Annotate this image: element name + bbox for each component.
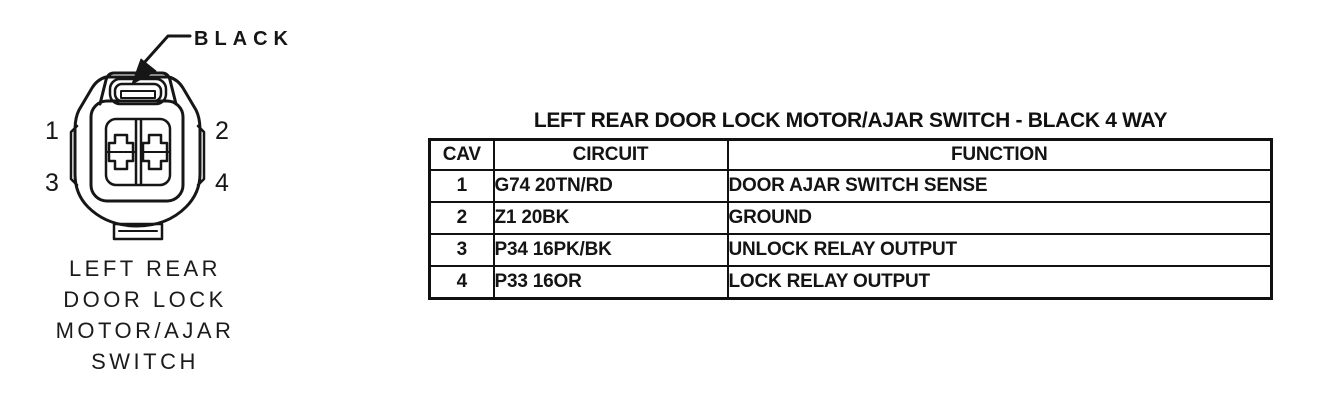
connector-body-outline — [73, 75, 202, 228]
table-header-row: CAV CIRCUIT FUNCTION — [428, 138, 1273, 171]
table-row: 4 P33 16OR LOCK RELAY OUTPUT — [428, 265, 1273, 300]
circuit-value: Z1 20BK — [492, 201, 729, 235]
connector-diagram: 1 2 3 4 BLACK — [45, 28, 294, 241]
caption-line: DOOR LOCK — [63, 287, 227, 312]
black-label-arrowhead — [131, 58, 157, 85]
function-value: GROUND — [726, 201, 1273, 235]
terminal-cavity-right — [141, 133, 169, 171]
connector-color-label: BLACK — [194, 28, 294, 50]
connector-caption: LEFT REAR DOOR LOCK MOTOR/AJAR SWITCH — [35, 253, 255, 377]
header-function: FUNCTION — [726, 138, 1273, 171]
terminal-cavity-left — [107, 133, 135, 171]
table-row: 2 Z1 20BK GROUND — [428, 201, 1273, 235]
cav-value: 4 — [428, 265, 495, 300]
pinout-table: CAV CIRCUIT FUNCTION 1 G74 20TN/RD DOOR … — [428, 138, 1273, 300]
pin-label-1: 1 — [45, 117, 59, 145]
circuit-value: P33 16OR — [492, 265, 729, 300]
pin-label-4: 4 — [215, 169, 229, 197]
header-cav: CAV — [428, 138, 495, 171]
function-value: LOCK RELAY OUTPUT — [726, 265, 1273, 300]
caption-line: MOTOR/AJAR — [55, 318, 235, 343]
cav-value: 1 — [428, 169, 495, 203]
connector-latch-bar — [120, 90, 156, 99]
caption-line: SWITCH — [91, 349, 199, 374]
table-title: LEFT REAR DOOR LOCK MOTOR/AJAR SWITCH - … — [533, 109, 1168, 132]
connector-inner-square — [89, 99, 185, 203]
caption-line: LEFT REAR — [68, 256, 222, 281]
pinout-table-block: LEFT REAR DOOR LOCK MOTOR/AJAR SWITCH - … — [428, 108, 1273, 300]
cav-value: 3 — [428, 233, 495, 267]
circuit-value: G74 20TN/RD — [492, 169, 729, 203]
black-label-arrow-line — [141, 34, 192, 66]
function-value: UNLOCK RELAY OUTPUT — [726, 233, 1273, 267]
circuit-value: P34 16PK/BK — [492, 233, 729, 267]
table-row: 3 P34 16PK/BK UNLOCK RELAY OUTPUT — [428, 233, 1273, 267]
pin-label-2: 2 — [215, 117, 229, 145]
pin-label-3: 3 — [45, 169, 59, 197]
connector-figure: 1 2 3 4 BLACK LEFT REAR DOOR LOCK MOTOR/… — [0, 0, 310, 412]
function-value: DOOR AJAR SWITCH SENSE — [726, 169, 1273, 203]
table-row: 1 G74 20TN/RD DOOR AJAR SWITCH SENSE — [428, 169, 1273, 203]
header-circuit: CIRCUIT — [492, 138, 729, 171]
connector-bottom-tab — [112, 222, 164, 241]
cav-value: 2 — [428, 201, 495, 235]
